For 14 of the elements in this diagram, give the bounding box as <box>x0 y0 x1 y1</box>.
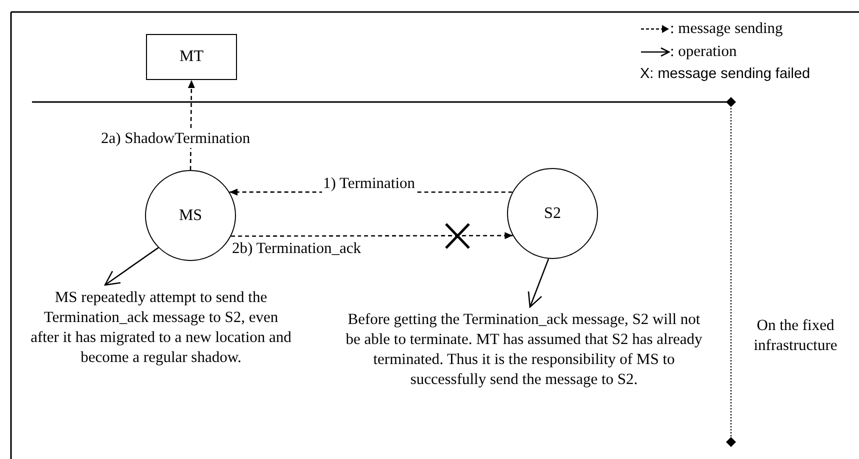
note-text: Before getting the Termination_ack message, S2 will not be able to terminate. MT has assumed that S2 has already terminated. Thus it is the responsibility of MS to successfully send the message to S2. <box>340 310 708 394</box>
process-circle <box>507 168 598 259</box>
process-box <box>146 34 237 80</box>
node-label: MS <box>178 206 202 224</box>
edge-label: 2a) ShadowTermination <box>100 130 252 148</box>
node-label: MT <box>180 48 204 66</box>
legend-text: X: message sending failed <box>640 65 810 84</box>
edge-label: 2b) Termination_ack <box>231 240 362 258</box>
node-label: S2 <box>544 204 561 222</box>
legend-text: : operation <box>670 43 737 61</box>
region-label: On the fixed infrastructure <box>752 316 838 356</box>
edge-label: 1) Termination <box>322 175 416 193</box>
note-text: MS repeatedly attempt to send the Termination_ack message to S2, even after it has migrated to a new location and become a regular shadow. <box>30 288 292 372</box>
legend-text: : message sending <box>670 20 783 38</box>
